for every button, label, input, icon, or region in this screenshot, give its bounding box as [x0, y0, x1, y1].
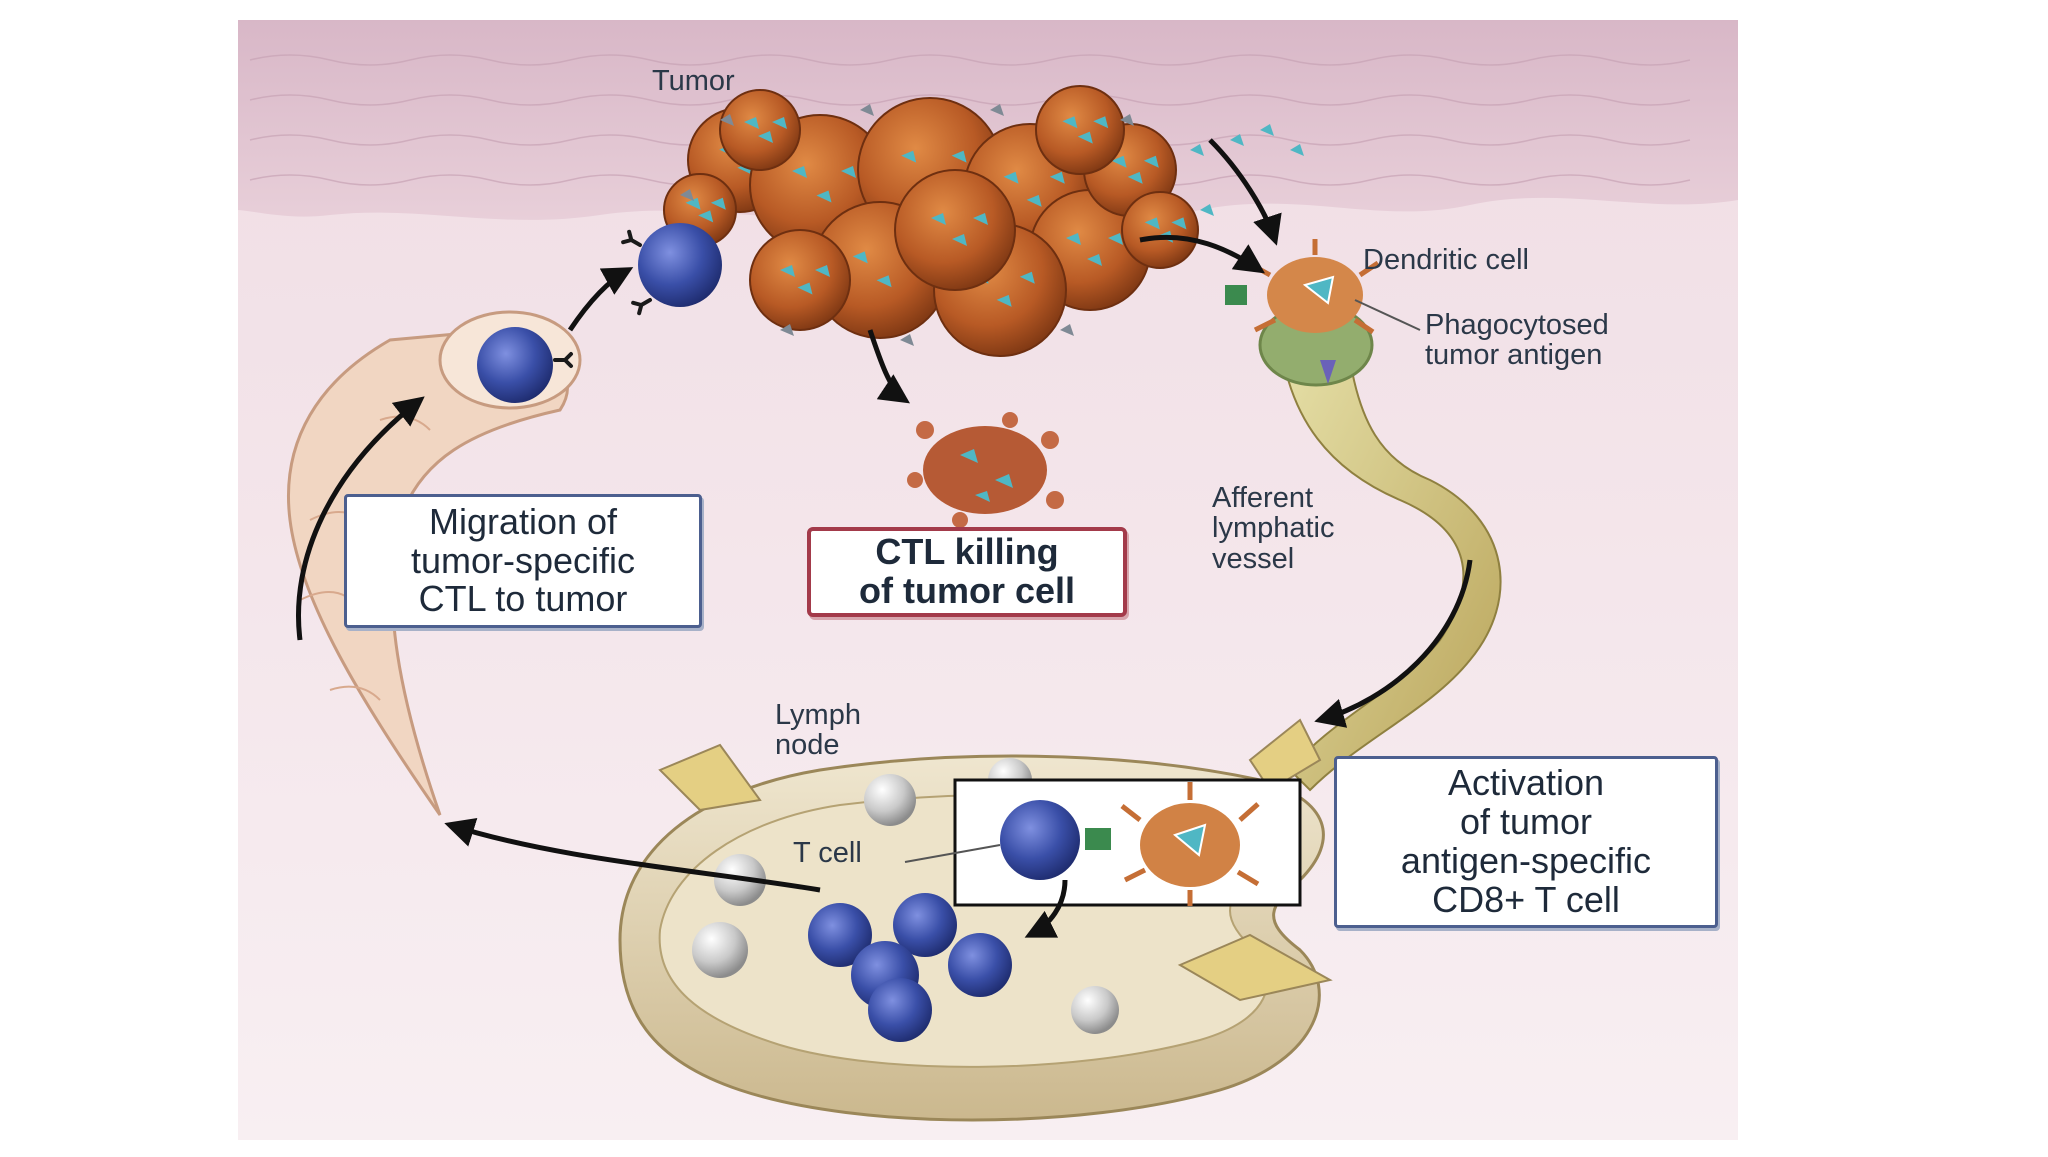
antigen-fragment [680, 189, 694, 201]
skin-layer [238, 20, 1738, 220]
tumor-antigen [815, 265, 830, 277]
arrow-tumor-to-dendritic [1139, 234, 1265, 274]
caption-ctl-killing: CTL killing of tumor cell [807, 527, 1127, 617]
tumor-antigen [698, 210, 714, 223]
tumor-antigen [1019, 271, 1035, 284]
tumor-antigen [931, 213, 946, 225]
proliferating-t-cells [808, 893, 1012, 1042]
tumor-antigen [1087, 254, 1102, 266]
label-tumor: Tumor [652, 65, 735, 97]
tumor-antigen [1062, 116, 1078, 129]
antigen-fragment [720, 114, 734, 126]
tumor-antigen [744, 117, 759, 129]
arrow-node-to-vessel [444, 817, 821, 893]
tumor-antigen [1111, 155, 1127, 168]
antigen-fragment [900, 334, 914, 346]
tumor-antigen [1026, 194, 1042, 207]
tumor-antigen [841, 166, 856, 178]
antigen-fragment [1260, 124, 1274, 136]
tumor-antigen [797, 282, 813, 295]
tumor-antigen [780, 265, 795, 277]
lymph-node [618, 718, 1333, 1122]
tumor-antigen [816, 190, 832, 203]
antigen-fragment [1060, 324, 1074, 336]
antigen-fragment [1290, 144, 1304, 156]
tumor-antigen [1171, 217, 1187, 230]
dendritic-cell-tumor [1225, 239, 1380, 335]
caption-migration: Migration of tumor-specific CTL to tumor [344, 494, 702, 628]
antigen-fragment [860, 104, 874, 116]
dying-tumor-cell [907, 412, 1064, 528]
tumor-antigen [1108, 233, 1123, 245]
tumor-antigen [792, 166, 807, 178]
tumor-antigen [1049, 171, 1065, 184]
arrow-vessel-to-tumor [567, 267, 634, 332]
tumor-cell [749, 229, 851, 331]
label-phagocytosed-tumor-antigen: Phagocytosed tumor antigen [1425, 309, 1609, 372]
tumor-cell [1035, 85, 1125, 175]
tumor-antigen [758, 131, 773, 143]
lymph-node-follicles [692, 758, 1119, 1034]
tumor-antigen [1127, 171, 1143, 184]
arrow-antigen-to-dendritic [1208, 138, 1282, 246]
ctl-in-vessel [477, 327, 573, 403]
tumor-antigen [1093, 116, 1109, 129]
tumor-antigen [772, 117, 787, 129]
tumor-cell [719, 89, 801, 171]
tumor-antigen [973, 213, 988, 225]
ctl-near-tumor [621, 223, 722, 316]
tumor-antigen [996, 294, 1012, 307]
tumor-antigen [952, 234, 967, 246]
arrow-up-vessel [296, 396, 425, 641]
antigen-fragment [1190, 144, 1204, 156]
antigen-fragment [780, 324, 794, 336]
tumor-antigen [951, 150, 967, 163]
arrow-tumor-to-dying-cell [867, 329, 910, 404]
antigen-fragment [1120, 114, 1134, 126]
antigen-fragment [1200, 204, 1214, 216]
tumor-antigen [1003, 171, 1019, 184]
dendritic-cell-node [1120, 782, 1260, 906]
tumor-antigen [1066, 233, 1081, 245]
tumor-antigen [1144, 217, 1160, 230]
antigen-fragment [990, 104, 1004, 116]
tumor-cell [1121, 191, 1199, 269]
tumor-mass [663, 85, 1304, 357]
arrow-inset-to-proliferation [1024, 879, 1068, 938]
tumor-antigen [901, 150, 917, 163]
tumor-antigen [876, 275, 892, 288]
label-afferent-lymphatic-vessel: Afferent lymphatic vessel [1212, 482, 1335, 575]
tumor-antigen [852, 251, 868, 264]
arrow-down-lymphatic [1314, 559, 1473, 728]
leader-lines [904, 299, 1421, 863]
tumor-antigen [1077, 131, 1093, 144]
tumor-cell [894, 169, 1016, 291]
antigen-fragment [1230, 134, 1244, 146]
label-t-cell: T cell [793, 837, 862, 869]
tumor-antigen [685, 197, 701, 210]
process-arrows [296, 138, 1473, 938]
tumor-antigen [710, 197, 726, 210]
label-lymph-node: Lymph node [775, 699, 861, 762]
label-dendritic-cell: Dendritic cell [1363, 244, 1529, 276]
caption-activation: Activation of tumor antigen-specific CD8… [1334, 756, 1718, 928]
tumor-antigen [1143, 155, 1159, 168]
skin-texture [249, 54, 1691, 186]
